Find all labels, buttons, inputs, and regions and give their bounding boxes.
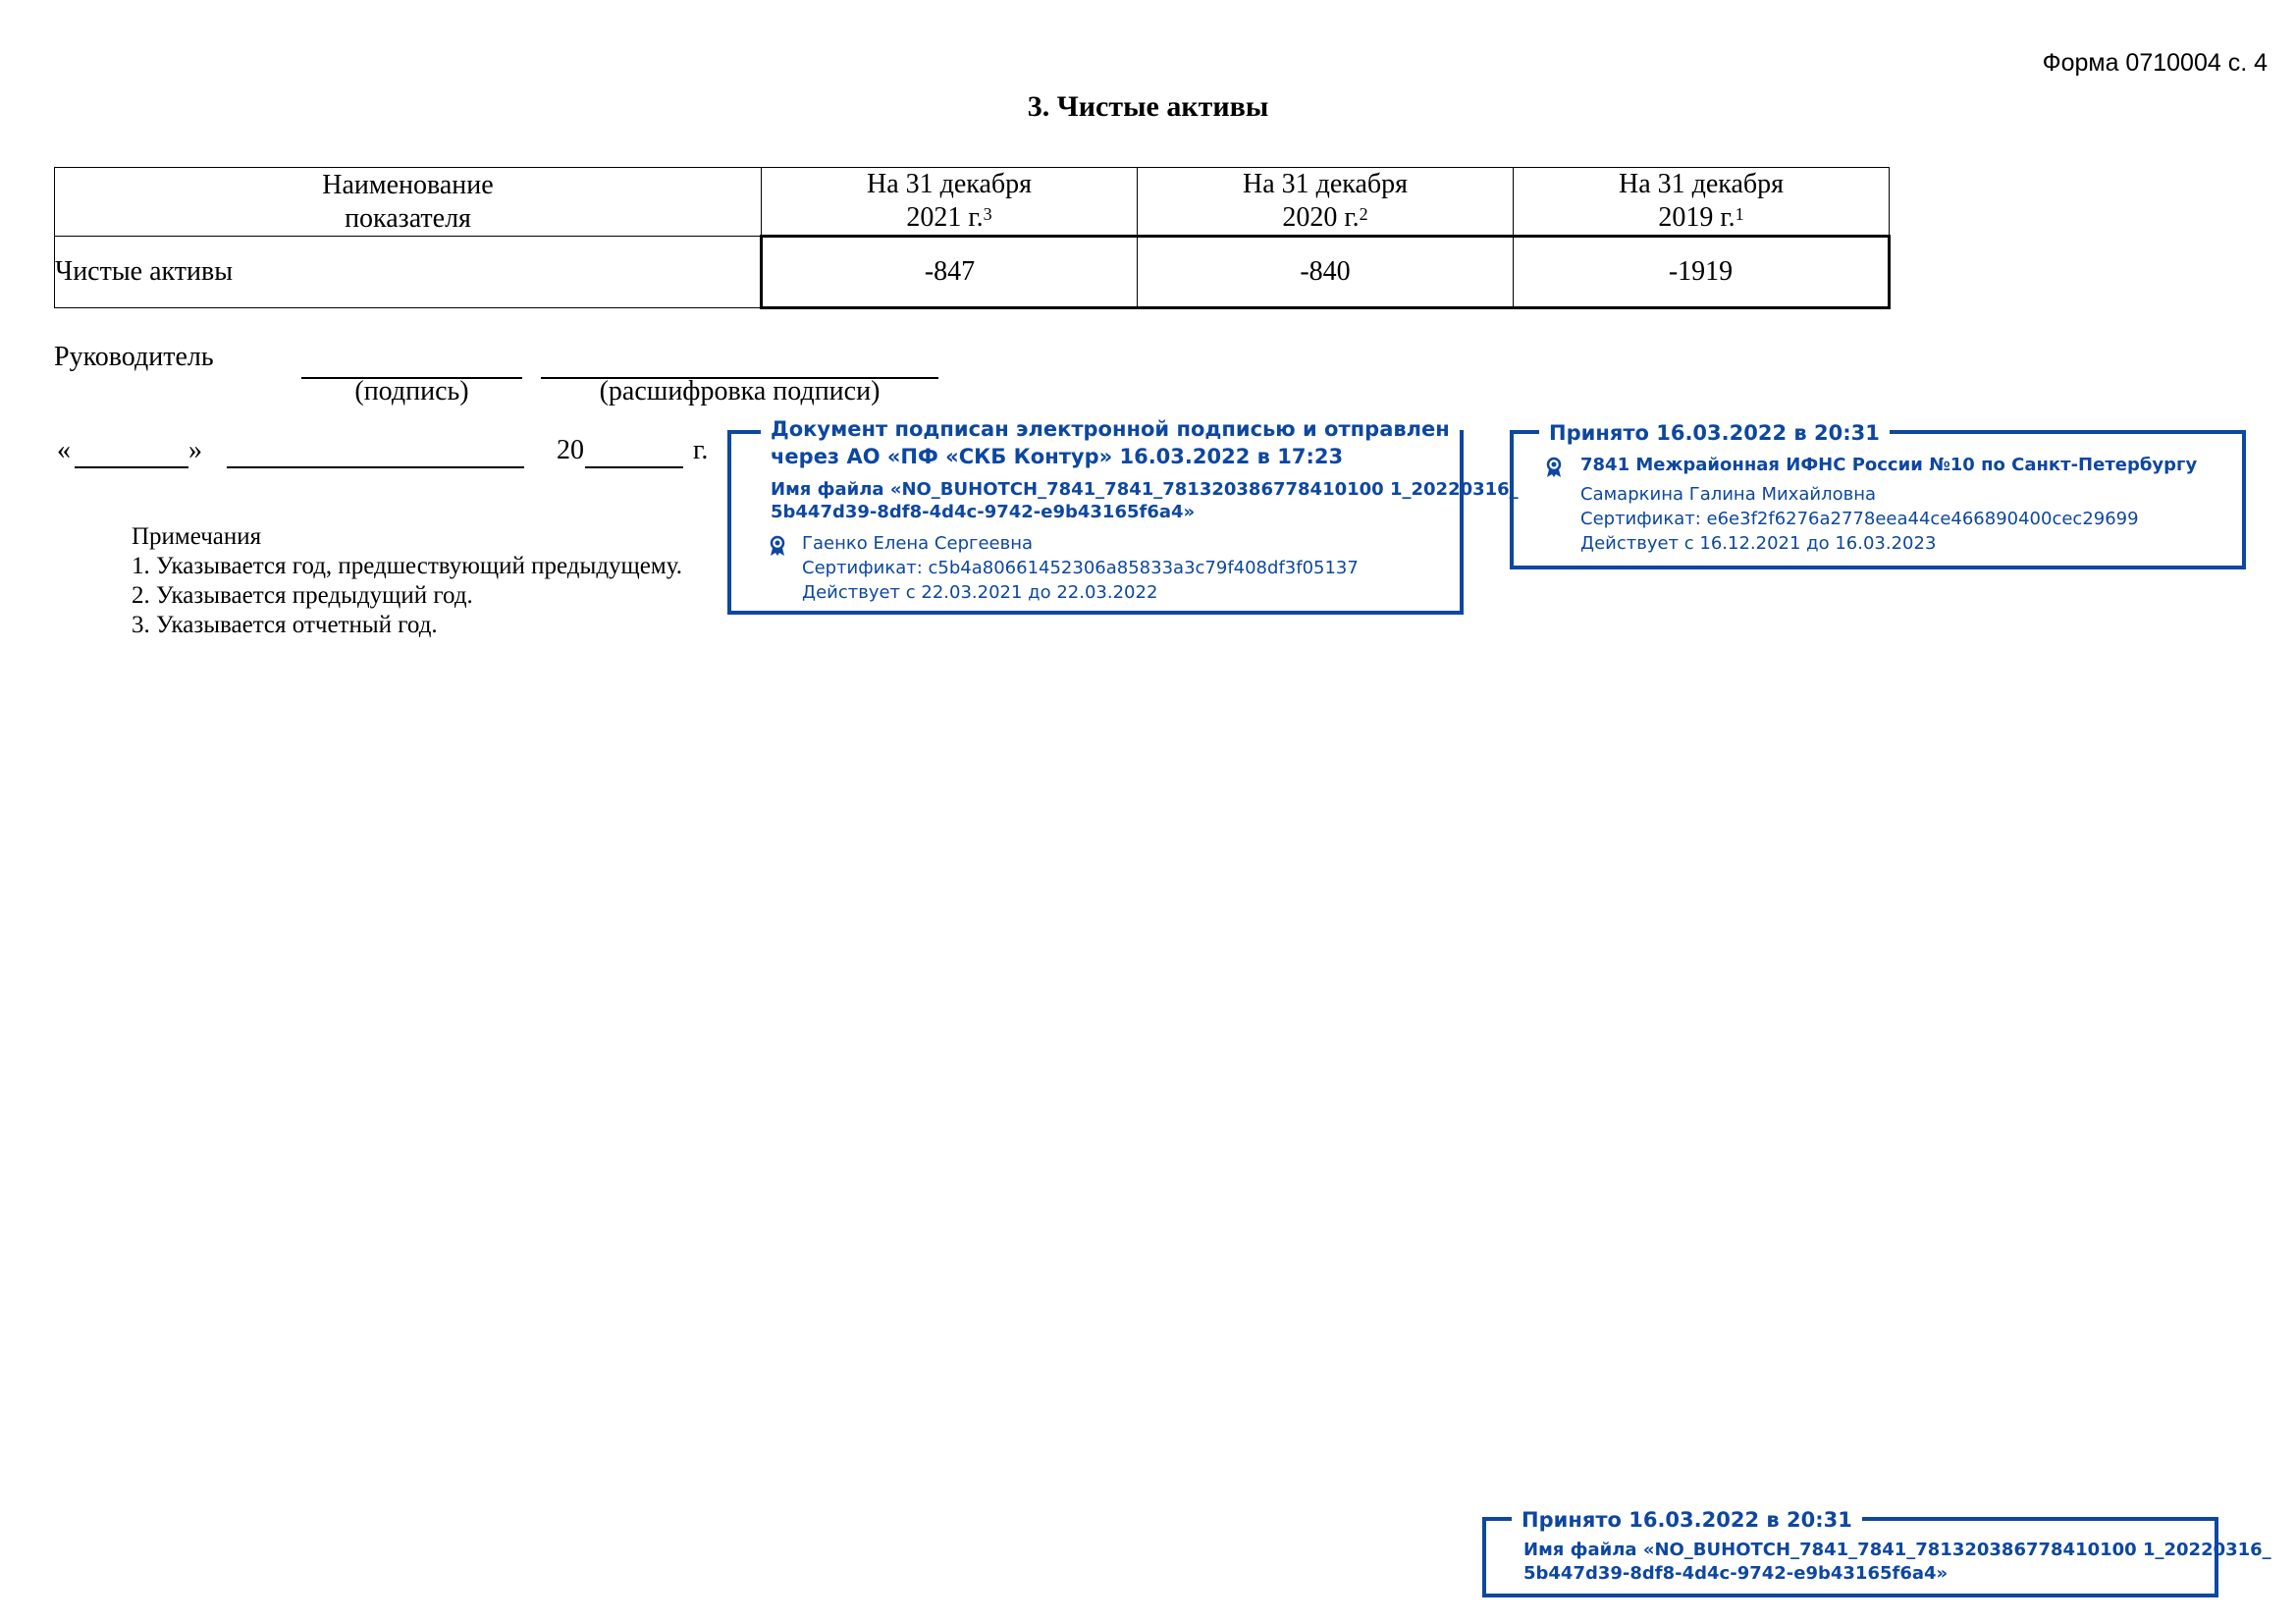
stamp-validity: Действует с 22.03.2021 до 22.03.2022 (802, 582, 1158, 603)
header-name-line1: Наименование (322, 169, 494, 200)
accepted-stamp: Принято 16.03.2022 в 20:31 7841 Межрайон… (1510, 420, 2246, 569)
date-year-prefix: 20 (557, 435, 584, 465)
signature-caption: (подпись) (354, 376, 469, 406)
value-2019: -1919 (1513, 235, 1891, 309)
accepted-file-name-line1: Имя файла «NO_BUHOTCH_7841_7841_78132038… (1523, 1540, 2271, 1560)
accepted-file-stamp: Принято 16.03.2022 в 20:31 Имя файла «NO… (1482, 1507, 2271, 1597)
signature-decode-line (541, 377, 938, 379)
page-title: 3. Чистые активы (1027, 90, 1269, 123)
table-row: Чистые активы -847 -840 -1919 (54, 235, 1891, 309)
notes-title: Примечания (132, 523, 262, 550)
stamp-file-name-line1: Имя файла «NO_BUHOTCH_7841_7841_78132038… (771, 479, 1519, 500)
manager-label: Руководитель (54, 342, 214, 372)
stamp-certificate: Сертификат: c5b4a80661452306a85833a3c79f… (802, 558, 1359, 578)
note-item: 1. Указывается год, предшествующий преды… (132, 553, 682, 579)
date-year-line (585, 466, 683, 468)
header-2019-line2: 2019 г. (1658, 202, 1735, 233)
stamp-file-name-line2: 5b447d39-8df8-4d4c-9742-e9b43165f6a4» (771, 502, 1196, 522)
signature-decode-caption: (расшифровка подписи) (599, 376, 881, 406)
date-quote-open: « (57, 435, 71, 465)
notes: Примечания 1. Указывается год, предшеств… (132, 522, 682, 640)
date-day-line (75, 466, 188, 468)
header-2019-line1: На 31 декабря (1618, 169, 1785, 199)
table-header-row: Наименование показателя На 31 декабря 20… (54, 167, 1890, 237)
accepted-file-name-line2: 5b447d39-8df8-4d4c-9742-e9b43165f6a4» (1523, 1563, 1949, 1584)
accepted-stamp-validity: Действует с 16.12.2021 до 16.03.2023 (1580, 533, 1937, 554)
note-item: 2. Указывается предыдущий год. (132, 582, 473, 609)
footnote-ref-1: 1 (1735, 204, 1744, 224)
stamp-signed-line1: Документ подписан электронной подписью и… (761, 416, 1460, 442)
note-item: 3. Указывается отчетный год. (132, 612, 438, 638)
accepted-stamp-certificate: Сертификат: e6e3f2f6276a2778eea44ce46689… (1580, 509, 2139, 529)
date-year-suffix: г. (693, 435, 709, 465)
row-name-net-assets: Чистые активы (54, 236, 762, 308)
header-2020-line2: 2020 г. (1282, 202, 1360, 233)
certificate-icon (1546, 457, 1562, 477)
column-header-2019: На 31 декабря 2019 г.1 (1513, 167, 1890, 237)
stamp-signer-name: Гаенко Елена Сергеевна (802, 533, 1034, 554)
accepted-stamp-title: Принято 16.03.2022 в 20:31 (1539, 420, 1890, 446)
header-2021-line1: На 31 декабря (866, 169, 1033, 199)
accepted-stamp-person: Самаркина Галина Михайловна (1580, 484, 1876, 505)
value-2020: -840 (1137, 235, 1514, 309)
certificate-icon (770, 535, 785, 556)
form-number: Форма 0710004 с. 4 (2042, 49, 2268, 77)
header-2021-line2: 2021 г. (906, 202, 984, 233)
header-name-line2: показателя (345, 202, 471, 234)
date-quote-close: » (188, 435, 202, 465)
value-2021: -847 (760, 235, 1138, 309)
footnote-ref-3: 3 (983, 204, 992, 224)
footnote-ref-2: 2 (1359, 204, 1368, 224)
column-header-2021: На 31 декабря 2021 г.3 (761, 167, 1138, 237)
accepted-file-stamp-title: Принято 16.03.2022 в 20:31 (1512, 1507, 1862, 1533)
net-assets-table: Наименование показателя На 31 декабря 20… (54, 167, 1891, 309)
column-header-name: Наименование показателя (54, 167, 762, 237)
signature-line (301, 377, 522, 379)
column-header-2020: На 31 декабря 2020 г.2 (1137, 167, 1514, 237)
date-month-line (227, 466, 524, 468)
signature-stamp: Документ подписан электронной подписью и… (727, 416, 1519, 615)
header-2020-line1: На 31 декабря (1242, 169, 1409, 199)
accepted-stamp-org: 7841 Межрайонная ИФНС России №10 по Санк… (1580, 455, 2198, 475)
stamp-signed-line2: через АО «ПФ «СКБ Контур» 16.03.2022 в 1… (771, 445, 1344, 468)
